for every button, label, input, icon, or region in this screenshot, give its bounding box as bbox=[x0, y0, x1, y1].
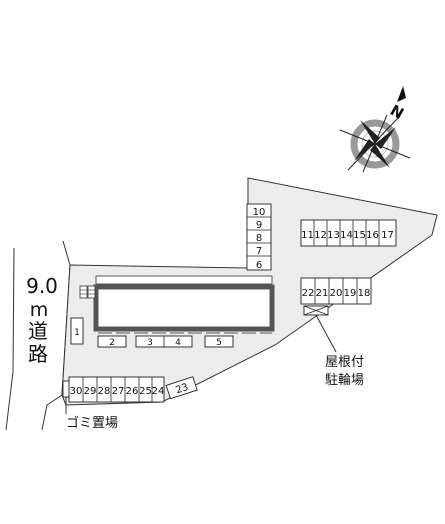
parking-space-30: 30 bbox=[70, 386, 83, 397]
parking-space-5: 5 bbox=[216, 338, 222, 348]
parking-space-10: 10 bbox=[253, 207, 266, 218]
garbage-area-label: ゴミ置場 bbox=[66, 415, 118, 431]
parking-space-6: 6 bbox=[256, 260, 262, 271]
apartment-building bbox=[93, 284, 275, 332]
parking-space-23: 23 bbox=[174, 382, 190, 396]
parking-space-13: 13 bbox=[327, 230, 340, 241]
parking-front-row: 2 3 4 5 bbox=[97, 335, 234, 348]
parking-space-20: 20 bbox=[330, 288, 343, 299]
utility-box-2 bbox=[87, 285, 96, 299]
parking-space-3: 3 bbox=[147, 338, 153, 348]
parking-space-16: 16 bbox=[366, 230, 379, 241]
parking-space-29: 29 bbox=[84, 386, 97, 397]
parking-space-11: 11 bbox=[301, 230, 314, 241]
parking-space-22: 22 bbox=[302, 288, 315, 299]
parking-space-19: 19 bbox=[344, 288, 357, 299]
parking-space-8: 8 bbox=[256, 233, 262, 244]
parking-space-26: 26 bbox=[126, 386, 139, 397]
parking-space-15: 15 bbox=[353, 230, 366, 241]
bicycle-parking-marker bbox=[303, 305, 329, 316]
parking-space-12: 12 bbox=[314, 230, 327, 241]
road-width: 9.0 bbox=[26, 274, 58, 298]
parking-space-1: 1 bbox=[74, 328, 80, 338]
parking-space-24: 24 bbox=[152, 386, 165, 397]
parking-space-25: 25 bbox=[139, 386, 152, 397]
bicycle-parking-leader bbox=[315, 314, 337, 353]
compass-icon bbox=[339, 86, 411, 173]
parking-space-18: 18 bbox=[358, 288, 371, 299]
parking-space-9: 9 bbox=[256, 220, 262, 231]
parking-space-17: 17 bbox=[381, 230, 394, 241]
parking-space-21: 21 bbox=[316, 288, 329, 299]
road-edge-left bbox=[5, 247, 15, 431]
utility-box-1 bbox=[79, 285, 88, 299]
bicycle-parking-label-1: 屋根付 bbox=[325, 355, 364, 370]
parking-space-1-box bbox=[70, 317, 84, 345]
parking-space-27: 27 bbox=[112, 386, 125, 397]
bicycle-parking-label-2: 駐輪場 bbox=[325, 372, 364, 388]
parking-space-14: 14 bbox=[340, 230, 353, 241]
parking-space-28: 28 bbox=[98, 386, 111, 397]
parking-space-7: 7 bbox=[256, 246, 262, 257]
parking-space-2: 2 bbox=[109, 338, 115, 348]
road-name-1: 道 bbox=[28, 319, 48, 343]
parking-bottom-row: 30 29 28 27 26 25 24 bbox=[68, 376, 165, 403]
road-name-2: 路 bbox=[28, 342, 48, 366]
north-label: N bbox=[387, 101, 407, 123]
parking-mid-right-row: 22 21 20 19 18 bbox=[300, 277, 372, 305]
garbage-area-marker bbox=[62, 380, 70, 398]
parking-angled-23: 23 bbox=[165, 376, 198, 400]
building-roof-strip bbox=[95, 275, 273, 285]
parking-top-right-row: 11 12 13 14 15 16 17 bbox=[300, 219, 397, 247]
parking-vertical-stack: 10 9 8 7 6 bbox=[246, 203, 272, 271]
parking-space-4: 4 bbox=[175, 338, 181, 348]
road-unit: m bbox=[30, 299, 49, 321]
